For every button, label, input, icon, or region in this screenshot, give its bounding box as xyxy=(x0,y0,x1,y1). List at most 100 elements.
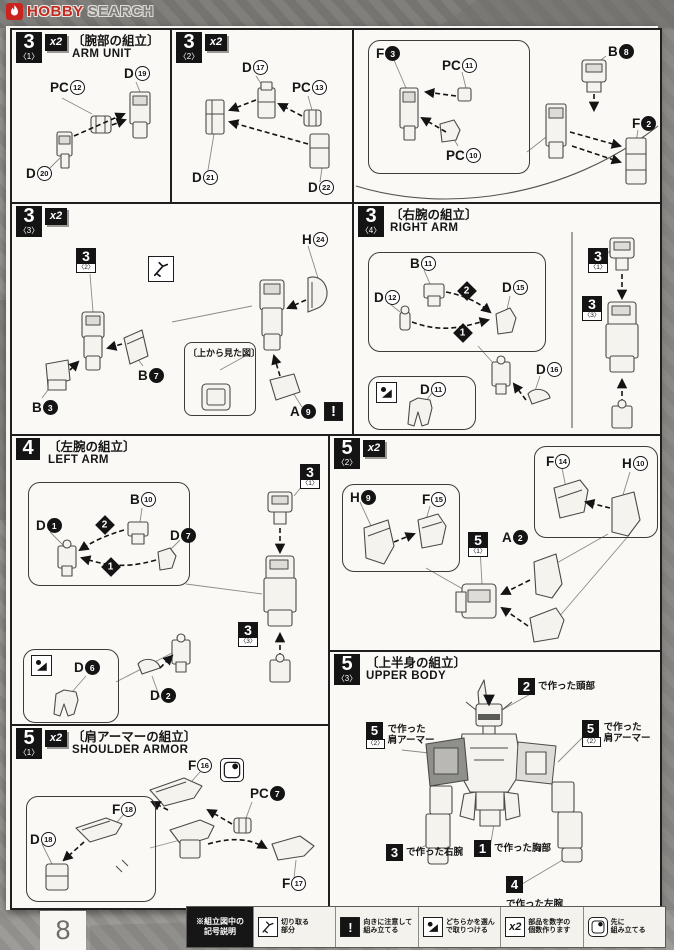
choose-icon xyxy=(422,917,443,937)
step-number: 3〈4〉 xyxy=(358,206,384,237)
detail-box-right xyxy=(534,446,658,538)
choose-one-icon xyxy=(376,382,397,403)
assemble-first-icon xyxy=(220,758,244,782)
subassembly-ref-3-2: 3〈2〉 xyxy=(76,248,96,273)
step-number: 5〈2〉 xyxy=(334,438,360,469)
step3-4-diagram xyxy=(389,232,639,429)
step-title: 〔左腕の組立〕 LEFT ARM xyxy=(48,440,136,466)
step5-1-diagram xyxy=(41,771,315,891)
step-number: 3〈1〉 xyxy=(16,32,42,63)
callout-shoulder-left: 5〈2〉 で作った肩アーマー xyxy=(366,722,435,749)
detail-box xyxy=(368,252,546,352)
background-texture xyxy=(434,0,674,30)
multiplier-badge: x2 xyxy=(45,730,67,747)
page-number: 8 xyxy=(40,911,86,950)
step-number: 5〈3〉 xyxy=(334,654,360,685)
brand-search-text: SEARCH xyxy=(87,3,155,20)
legend-heading: ※組立図中の 記号説明 xyxy=(187,907,253,947)
step3-continued-diagram xyxy=(355,55,659,200)
step-title: 〔右腕の組立〕 RIGHT ARM xyxy=(390,208,478,234)
legend-item-multiplier: x2 部品を数字の個数作ります xyxy=(500,907,582,947)
caution-icon: ! xyxy=(340,917,361,937)
step4-diagram xyxy=(49,479,308,717)
cut-part-icon xyxy=(148,256,174,282)
top-view-note: 〔上から見た図〕 xyxy=(188,348,261,358)
step5-3-diagram xyxy=(401,679,585,885)
multiplier-badge: x2 xyxy=(205,34,227,51)
subassembly-ref-3-1: 3〈1〉 xyxy=(588,248,608,273)
brand-hobby-text: HOBBY xyxy=(27,3,84,20)
top-view-box xyxy=(184,342,256,416)
choose-one-icon xyxy=(31,655,52,676)
background-texture xyxy=(0,300,8,520)
subassembly-ref-5-1: 5〈1〉 xyxy=(468,532,488,557)
subassembly-ref-3-3: 3〈3〉 xyxy=(582,296,602,321)
legend-item-choose: どちらかを選んで取りつける xyxy=(417,907,500,947)
legend-item-orientation: ! 向きに注意して組み立てる xyxy=(335,907,417,947)
legend-item-first: 先に組み立てる xyxy=(582,907,665,947)
background-texture xyxy=(660,30,674,910)
step3-1-diagram xyxy=(45,81,151,173)
step-title: 〔腕部の組立〕 ARM UNIT xyxy=(72,34,160,60)
callout-shoulder-right: 5〈2〉 で作った肩アーマー xyxy=(582,720,651,747)
robot-figure xyxy=(425,679,583,865)
step-title: 〔肩アーマーの組立〕 SHOULDER ARMOR xyxy=(72,730,197,756)
detail-box-left xyxy=(342,484,460,572)
caution-icon: ! xyxy=(324,402,343,421)
symbol-legend: ※組立図中の 記号説明 切り取る部分 ! 向きに注意して組み立てる どちらかを選… xyxy=(186,906,666,948)
multiplier-badge: x2 xyxy=(363,440,385,457)
subassembly-ref-3-1: 3〈1〉 xyxy=(300,464,320,489)
step5-2-diagram xyxy=(359,467,641,643)
detail-box xyxy=(368,40,530,174)
step-number: 3〈3〉 xyxy=(16,206,42,237)
step-number: 3〈2〉 xyxy=(176,32,202,63)
multiplier-badge: x2 xyxy=(45,208,67,225)
subassembly-ref-3-3: 3〈3〉 xyxy=(238,622,258,647)
step3-2-diagram xyxy=(205,75,330,183)
option-box xyxy=(23,649,119,723)
hobby-search-watermark: HOBBY SEARCH xyxy=(6,3,154,20)
detail-box xyxy=(26,796,156,902)
option-box xyxy=(368,376,476,430)
step3-3-diagram xyxy=(41,245,328,411)
